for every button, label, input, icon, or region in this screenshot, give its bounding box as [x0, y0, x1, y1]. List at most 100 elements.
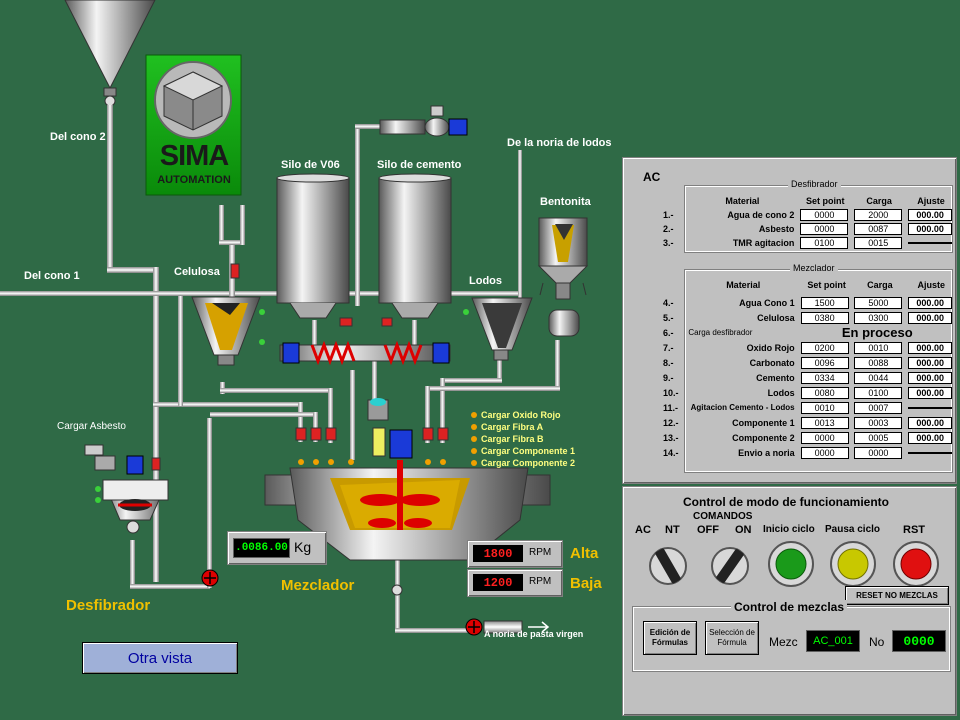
- col-setpoint: Set point: [806, 196, 845, 206]
- setpoint-field[interactable]: 0000: [800, 209, 849, 221]
- setpoint-field[interactable]: 0010: [800, 401, 849, 414]
- table-row: 14.- Envio a noria 0000 0000: [661, 445, 956, 460]
- row-number: 1.-: [663, 210, 674, 220]
- table-row: 1.- Agua de cono 2 0000 2000 000.00: [661, 208, 956, 222]
- rpm-low-unit: RPM: [529, 576, 552, 587]
- edicion-formulas-button[interactable]: Edición de Fórmulas: [643, 621, 697, 655]
- setpoint-field[interactable]: 0200: [800, 341, 849, 354]
- row-number: 14.-: [663, 447, 679, 458]
- carga-field: 0000: [854, 446, 903, 459]
- ajuste-field: 000.00: [908, 311, 953, 324]
- ajuste-field: 000.00: [908, 209, 953, 221]
- label-silo-cemento: Silo de cemento: [377, 159, 462, 171]
- logo-text-sima: SIMA: [159, 140, 230, 172]
- carga-field: 2000: [854, 209, 903, 221]
- carga-field: 0088: [854, 356, 903, 369]
- label-noria-lodos: De la noria de lodos: [507, 137, 612, 149]
- inicio-ciclo-button[interactable]: [766, 539, 816, 589]
- mezc-value: AC_001: [806, 630, 860, 652]
- row-material: Carga desfibrador: [688, 328, 753, 337]
- row-material: Agua Cono 1: [739, 297, 795, 308]
- carga-field: 0015: [854, 237, 903, 249]
- top-pump: [424, 105, 468, 137]
- table-row: 3.- TMR agitacion 0100 0015: [661, 236, 956, 250]
- rpm-low-value: 1200: [473, 574, 523, 591]
- carga-field: 0003: [854, 416, 903, 429]
- label-del-cono-2: Del cono 2: [50, 131, 106, 143]
- row-material: Componente 1: [732, 417, 795, 428]
- carga-field: 0087: [854, 223, 903, 235]
- mezclas-group-title: Control de mezclas: [731, 600, 848, 614]
- rpm-high-unit: RPM: [529, 547, 552, 558]
- setpoint-field[interactable]: 0000: [800, 446, 849, 459]
- label-silo-v06: Silo de V06: [281, 159, 340, 171]
- legend-dots: [471, 412, 477, 466]
- col-carga: Carga: [866, 196, 892, 206]
- inicio-label: Inicio ciclo: [763, 524, 815, 535]
- row-material: TMR agitacion: [732, 238, 795, 248]
- desfibrador-table: Material Set point Carga Ajuste 1.- Agua…: [661, 194, 956, 250]
- weight-display: .0086.00 Kg: [227, 531, 327, 565]
- carga-field: 0007: [854, 401, 903, 414]
- ajuste-field: 000.00: [908, 431, 953, 444]
- row-material: Envio a noria: [738, 447, 795, 458]
- ac-nt-selector-knob[interactable]: [643, 542, 703, 592]
- mezc-label: Mezc: [769, 635, 798, 649]
- on-label: ON: [735, 524, 752, 536]
- ajuste-field: 000.00: [908, 223, 953, 235]
- row-material: Agitacion Cemento - Lodos: [690, 402, 795, 412]
- mixer-tank: [264, 398, 551, 636]
- legend-item: Cargar Componente 1: [481, 446, 576, 456]
- setpoint-field[interactable]: 0000: [800, 431, 849, 444]
- rpm-low-display: 1200 RPM: [467, 569, 563, 597]
- setpoint-field[interactable]: 0096: [800, 356, 849, 369]
- table-header-row: Material Set point Carga Ajuste: [661, 278, 956, 292]
- label-baja: Baja: [570, 575, 602, 592]
- mixer-inlet-valves: [95, 309, 469, 503]
- table-row: 4.- Agua Cono 1 1500 5000 000.00: [661, 295, 956, 310]
- pausa-ciclo-button[interactable]: [828, 539, 878, 589]
- en-proceso-status: En proceso: [841, 325, 913, 340]
- bentonita-tank: [537, 217, 589, 337]
- off-on-selector-knob[interactable]: [705, 542, 765, 592]
- logo-text-automation: AUTOMATION: [157, 174, 231, 186]
- table-row: 6.- Carga desfibrador En proceso: [661, 325, 956, 340]
- row-number: 9.-: [663, 372, 674, 383]
- carga-field: 0044: [854, 371, 903, 384]
- desfibrador-group-title: Desfibrador: [788, 179, 841, 189]
- col-material: Material: [726, 280, 761, 290]
- label-lodos: Lodos: [469, 275, 502, 287]
- carga-field: 0300: [854, 311, 903, 324]
- setpoint-field[interactable]: 0380: [800, 311, 849, 324]
- otra-vista-button[interactable]: Otra vista: [82, 642, 238, 674]
- row-number: 5.-: [663, 312, 674, 323]
- sima-logo: [145, 54, 242, 196]
- row-number: 10.-: [663, 387, 679, 398]
- setpoint-field[interactable]: 1500: [800, 296, 849, 309]
- setpoint-field[interactable]: 0334: [800, 371, 849, 384]
- reset-no-mezclas-button[interactable]: RESET NO MEZCLAS: [845, 586, 949, 605]
- setpoint-field[interactable]: 0080: [800, 386, 849, 399]
- row-number: 4.-: [663, 297, 674, 308]
- row-number: 12.-: [663, 417, 679, 428]
- pipes: [0, 105, 560, 633]
- label-mezclador: Mezclador: [281, 577, 355, 594]
- row-number: 3.-: [663, 238, 674, 248]
- desfibrador-tank: [84, 444, 219, 587]
- row-number: 6.-: [663, 327, 674, 338]
- carga-field: 0010: [854, 341, 903, 354]
- seleccion-formula-button[interactable]: Selección de Fórmula: [705, 621, 759, 655]
- carga-field: 5000: [854, 296, 903, 309]
- setpoint-field[interactable]: 0000: [800, 223, 849, 235]
- mezclador-group: Mezclador: [684, 263, 953, 473]
- label-celulosa: Celulosa: [174, 266, 220, 278]
- setpoint-field[interactable]: 0100: [800, 237, 849, 249]
- ajuste-field: 000.00: [908, 296, 953, 309]
- rst-button[interactable]: [891, 539, 941, 589]
- nt-label: NT: [665, 524, 680, 536]
- ajuste-field: 000.00: [908, 386, 953, 399]
- control-title: Control de modo de funcionamiento: [683, 495, 889, 509]
- setpoint-field[interactable]: 0013: [800, 416, 849, 429]
